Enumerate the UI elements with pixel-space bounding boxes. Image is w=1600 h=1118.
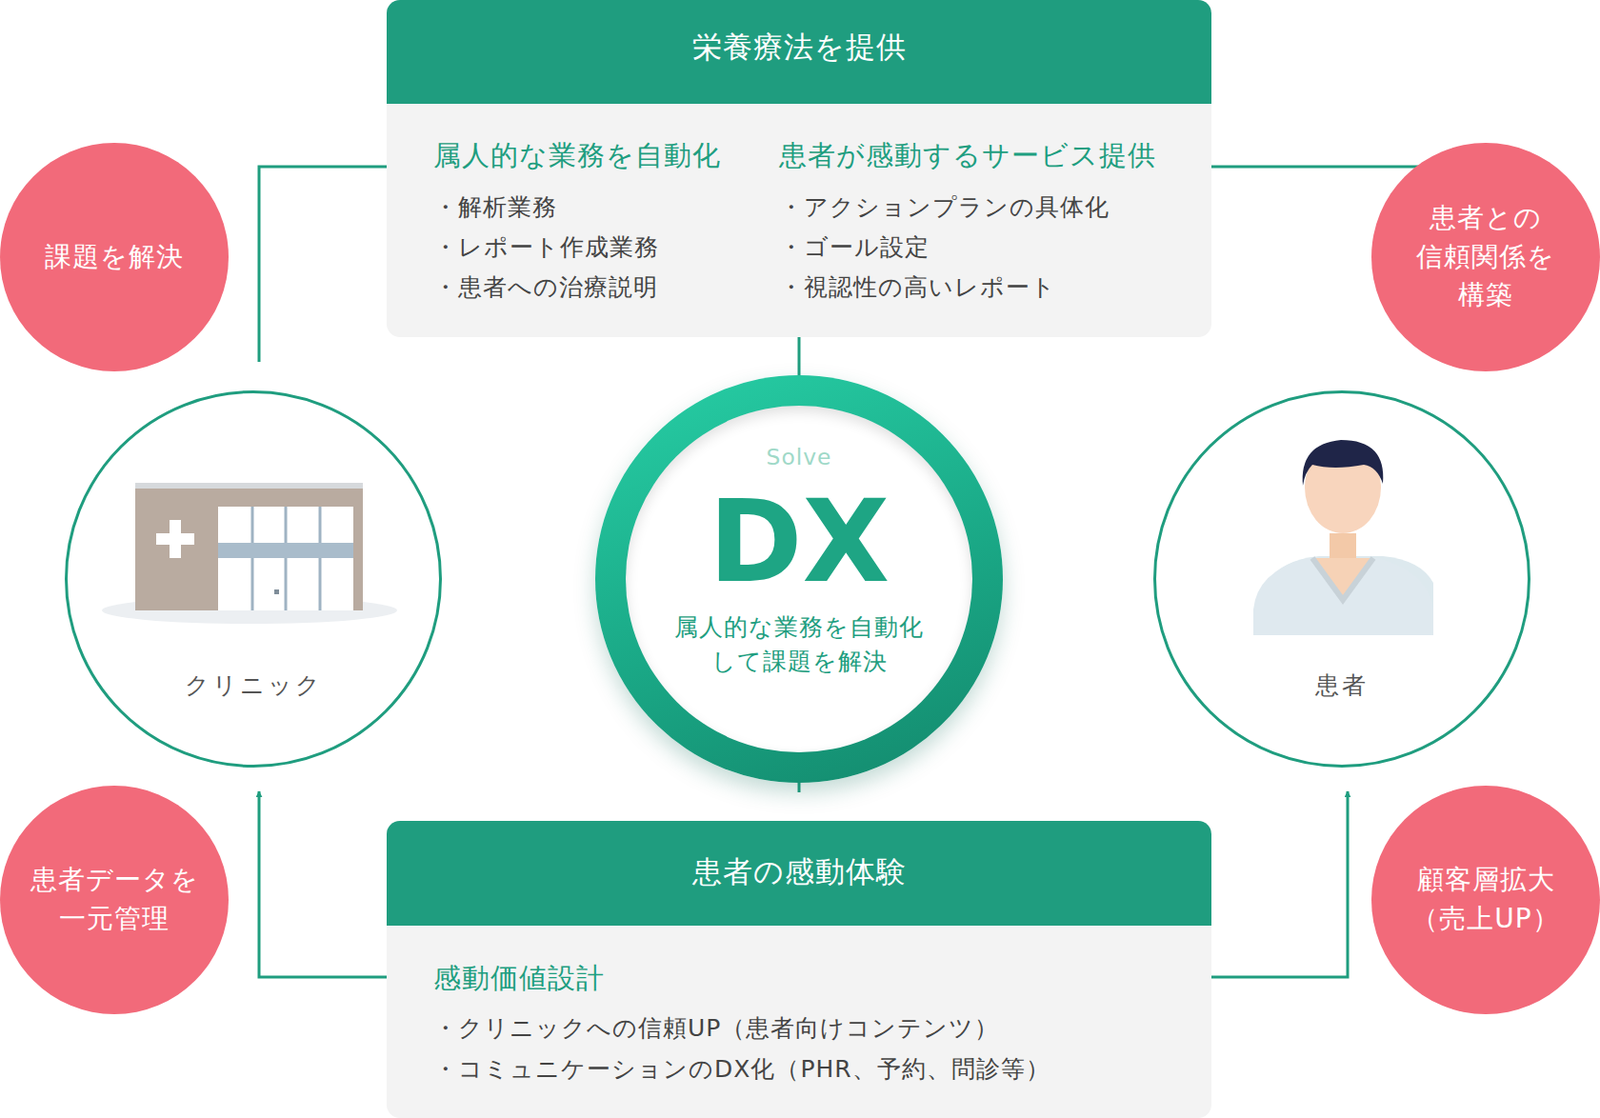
gown — [1253, 556, 1434, 636]
bullet-item: ・ゴール設定 — [779, 231, 930, 263]
door-knob — [274, 589, 280, 595]
medical-cross — [156, 520, 195, 559]
bullet-item: ・アクションプランの具体化 — [779, 191, 1110, 223]
bullet-item: ・コミュニケーションのDX化（PHR、予約、問診等） — [433, 1053, 1051, 1085]
node-label: Solve — [595, 443, 1003, 471]
patient-illustration — [1253, 440, 1434, 636]
section-heading: 感動価値設計 — [433, 960, 605, 999]
section-heading: 患者が感動するサービス提供 — [779, 137, 1157, 176]
node-label: 属人的な業務を自動化 して課題を解決 — [674, 610, 924, 680]
node-label: クリニック — [67, 669, 440, 701]
neck — [1329, 533, 1357, 562]
panel-heading: 患者の感動体験 — [386, 853, 1212, 893]
node-label: DX — [595, 485, 1003, 600]
building-wall — [135, 485, 363, 611]
benefit-circle: 課題を解決 — [0, 142, 229, 372]
top-panel: 栄養療法を提供属人的な業務を自動化・解析業務・レポート作成業務・患者への治療説明… — [386, 0, 1212, 338]
benefit-label: 課題を解決 — [44, 238, 184, 278]
flow-connector — [259, 791, 387, 978]
benefit-label: 患者との 信頼関係を 構築 — [1390, 199, 1581, 316]
clinic-circle: クリニック — [64, 390, 442, 768]
section-heading: 属人的な業務を自動化 — [433, 137, 721, 176]
benefit-circle: 患者データを 一元管理 — [0, 785, 229, 1015]
benefit-label: 顧客層拡大 （売上UP） — [1390, 860, 1581, 939]
bullet-item: ・視認性の高いレポート — [779, 271, 1057, 303]
benefit-circle: 患者との 信頼関係を 構築 — [1371, 142, 1600, 372]
bullet-item: ・レポート作成業務 — [433, 231, 660, 263]
node-label: 患者 — [1156, 669, 1528, 701]
patient-circle: 患者 — [1153, 390, 1531, 768]
bullet-item: ・患者への治療説明 — [433, 271, 659, 303]
clinic-illustration — [101, 482, 398, 624]
window-band — [218, 542, 354, 559]
building-windows — [218, 506, 354, 611]
bullet-item: ・解析業務 — [433, 191, 558, 223]
window-frames — [252, 506, 320, 611]
panel-heading: 栄養療法を提供 — [386, 28, 1212, 68]
gown-body — [1253, 558, 1434, 636]
benefit-label: 患者データを 一元管理 — [19, 860, 210, 939]
dx-hub-circle: SolveDX 属人的な業務を自動化 して課題を解決 — [595, 375, 1003, 783]
hair — [1302, 440, 1384, 486]
benefit-circle: 顧客層拡大 （売上UP） — [1371, 785, 1600, 1015]
building-roof — [135, 482, 363, 489]
collar — [1312, 558, 1374, 600]
bullet-item: ・クリニックへの信頼UP（患者向けコンテンツ） — [433, 1012, 1000, 1044]
flow-connector — [259, 166, 387, 362]
bottom-panel: 患者の感動体験感動価値設計・クリニックへの信頼UP（患者向けコンテンツ） ・コミュ… — [386, 820, 1212, 1118]
